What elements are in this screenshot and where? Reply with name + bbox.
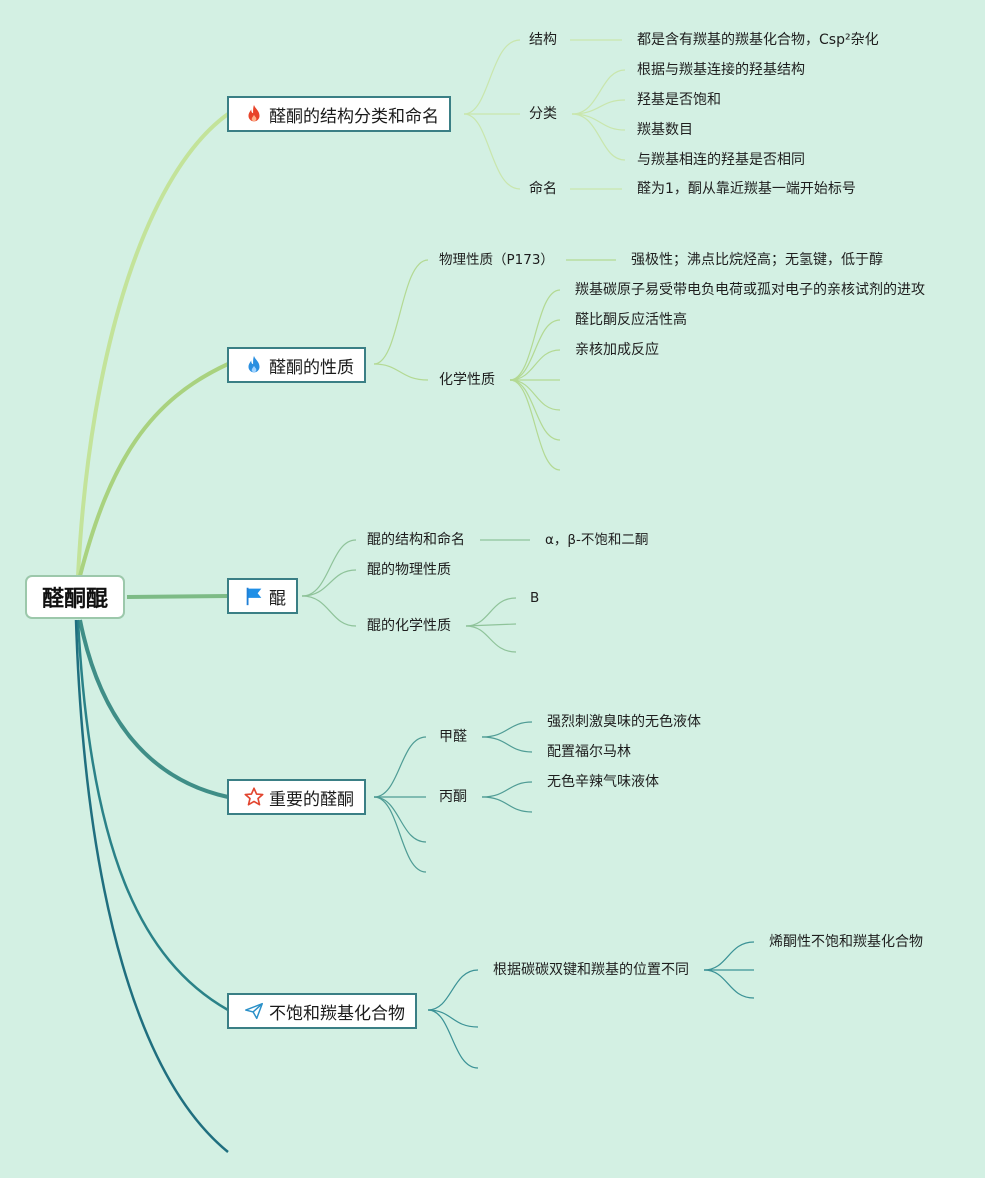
classification-item[interactable]: 羰基数目 [637, 122, 693, 138]
branch-line-6 [74, 619, 229, 1153]
detail-physical-properties[interactable]: 强极性；沸点比烷烃高；无氢键，低于醇 [631, 252, 883, 268]
branch-node-quinone[interactable]: 醌 [227, 578, 298, 614]
detail-quinone-structure[interactable]: α，β-不饱和二酮 [545, 532, 649, 548]
child-quinone-structure[interactable]: 醌的结构和命名 [367, 532, 465, 548]
branch-label: 醌 [269, 588, 286, 609]
branch-label: 醛酮的性质 [269, 357, 354, 378]
chemical-item[interactable]: 羰基碳原子易受带电负电荷或孤对电子的亲核试剂的进攻 [575, 282, 925, 298]
branch-line-2 [78, 362, 229, 577]
branch-label: 不饱和羰基化合物 [269, 1003, 405, 1024]
detail-naming[interactable]: 醛为1，酮从靠近羰基一端开始标号 [637, 181, 856, 197]
branch-node-structure-classification-naming[interactable]: 醛酮的结构分类和命名 [227, 96, 451, 132]
child-position-classification[interactable]: 根据碳碳双键和羰基的位置不同 [493, 962, 689, 978]
formaldehyde-item[interactable]: 配置福尔马林 [547, 744, 631, 760]
branch-node-important-aldehydes-ketones[interactable]: 重要的醛酮 [227, 779, 366, 815]
flag-icon [243, 585, 265, 607]
chemical-item[interactable]: 亲核加成反应 [575, 342, 659, 358]
branch-node-properties[interactable]: 醛酮的性质 [227, 347, 366, 383]
child-formaldehyde[interactable]: 甲醛 [439, 729, 467, 745]
fire-blue-icon [243, 354, 265, 376]
chemical-item[interactable]: 醛比酮反应活性高 [575, 312, 687, 328]
child-quinone-physical[interactable]: 醌的物理性质 [367, 562, 451, 578]
root-node[interactable]: 醛酮醌 [25, 575, 125, 619]
star-icon [243, 786, 265, 808]
child-physical-properties[interactable]: 物理性质（P173） [439, 252, 554, 268]
position-item[interactable]: 烯酮性不饱和羰基化合物 [769, 934, 923, 950]
child-structure[interactable]: 结构 [529, 32, 557, 48]
branch-line-3 [126, 594, 229, 599]
classification-item[interactable]: 羟基是否饱和 [637, 92, 721, 108]
branch-line-5 [76, 619, 229, 1012]
paper-plane-icon [243, 1000, 265, 1022]
branch-label: 醛酮的结构分类和命名 [269, 106, 439, 127]
branch-line-4 [78, 619, 229, 799]
classification-item[interactable]: 与羰基相连的羟基是否相同 [637, 152, 805, 168]
acetone-item[interactable]: 无色辛辣气味液体 [547, 774, 659, 790]
branch-line-1 [76, 112, 230, 577]
detail-structure[interactable]: 都是含有羰基的羰基化合物，Csp²杂化 [637, 32, 879, 48]
child-quinone-chemical[interactable]: 醌的化学性质 [367, 618, 451, 634]
classification-item[interactable]: 根据与羰基连接的羟基结构 [637, 62, 805, 78]
branch-label: 重要的醛酮 [269, 789, 354, 810]
child-naming[interactable]: 命名 [529, 181, 557, 197]
child-chemical-properties[interactable]: 化学性质 [439, 372, 495, 388]
branch-node-unsaturated-carbonyl[interactable]: 不饱和羰基化合物 [227, 993, 417, 1029]
fire-red-icon [243, 103, 265, 125]
detail-quinone-chemical[interactable]: B [530, 590, 540, 606]
formaldehyde-item[interactable]: 强烈刺激臭味的无色液体 [547, 714, 701, 730]
child-acetone[interactable]: 丙酮 [439, 789, 467, 805]
child-classification[interactable]: 分类 [529, 106, 557, 122]
